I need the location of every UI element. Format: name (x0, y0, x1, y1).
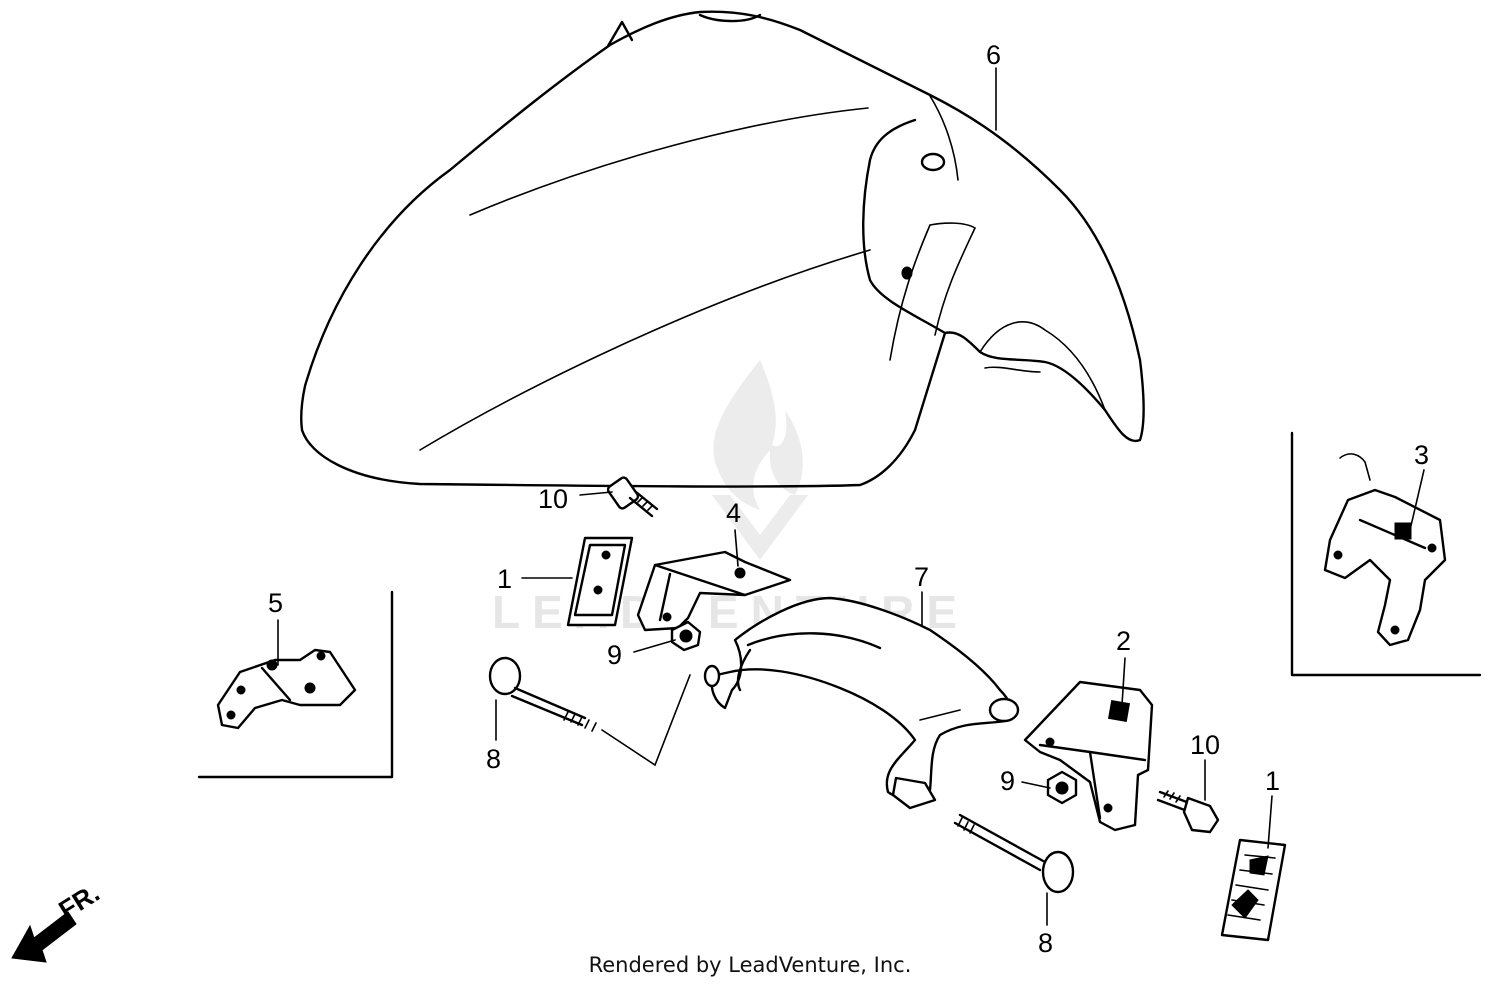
fork-brace-part-7 (703, 596, 1020, 810)
callout-3: 3 (1414, 440, 1429, 470)
callout-6: 6 (986, 40, 1001, 70)
leader-3 (1409, 469, 1425, 531)
front-fender-part-6 (300, 10, 1145, 488)
leader-10-upper (579, 491, 613, 496)
flame-logo-watermark (712, 360, 808, 560)
nut-part-9-upper (670, 620, 702, 652)
bolt-part-10-right (1156, 790, 1220, 834)
bolt-part-8-bottom (953, 813, 1075, 894)
callout-9-upper: 9 (607, 640, 622, 670)
leader-9-lower (1021, 781, 1051, 789)
callout-9-lower: 9 (1000, 766, 1015, 796)
pad-part-1-right (1220, 838, 1287, 942)
callout-8-left: 8 (486, 744, 501, 774)
footer-credit: Rendered by LeadVenture, Inc. (588, 953, 912, 977)
leader-9-upper (633, 639, 676, 653)
callout-8-bottom: 8 (1038, 928, 1053, 958)
callout-2: 2 (1116, 626, 1131, 656)
callout-5: 5 (268, 588, 283, 618)
inset-part-5 (197, 590, 394, 779)
leader-4 (734, 529, 739, 567)
bolt-part-10-upper (606, 476, 659, 518)
callout-1-right: 1 (1265, 766, 1280, 796)
bracket-part-2 (1023, 680, 1154, 832)
callout-4: 4 (726, 498, 741, 528)
callout-1-left: 1 (497, 564, 512, 594)
leader-2 (1121, 657, 1126, 706)
callout-7: 7 (914, 562, 929, 592)
front-direction-indicator: FR. (11, 877, 105, 963)
pad-part-1-left (566, 536, 634, 627)
callout-10-right: 10 (1190, 730, 1220, 760)
bolt-part-8-left (488, 656, 691, 767)
bracket-part-4 (636, 550, 792, 632)
leader-1-right (1267, 795, 1273, 849)
nut-part-9-lower (1046, 770, 1078, 805)
front-arrow-icon (11, 911, 77, 963)
callout-labels: 6 10 1 4 9 7 5 3 2 8 9 10 1 8 (268, 40, 1429, 958)
callout-10-upper: 10 (538, 484, 568, 514)
inset-part-3 (1290, 431, 1482, 677)
leader-lines (277, 67, 1425, 926)
